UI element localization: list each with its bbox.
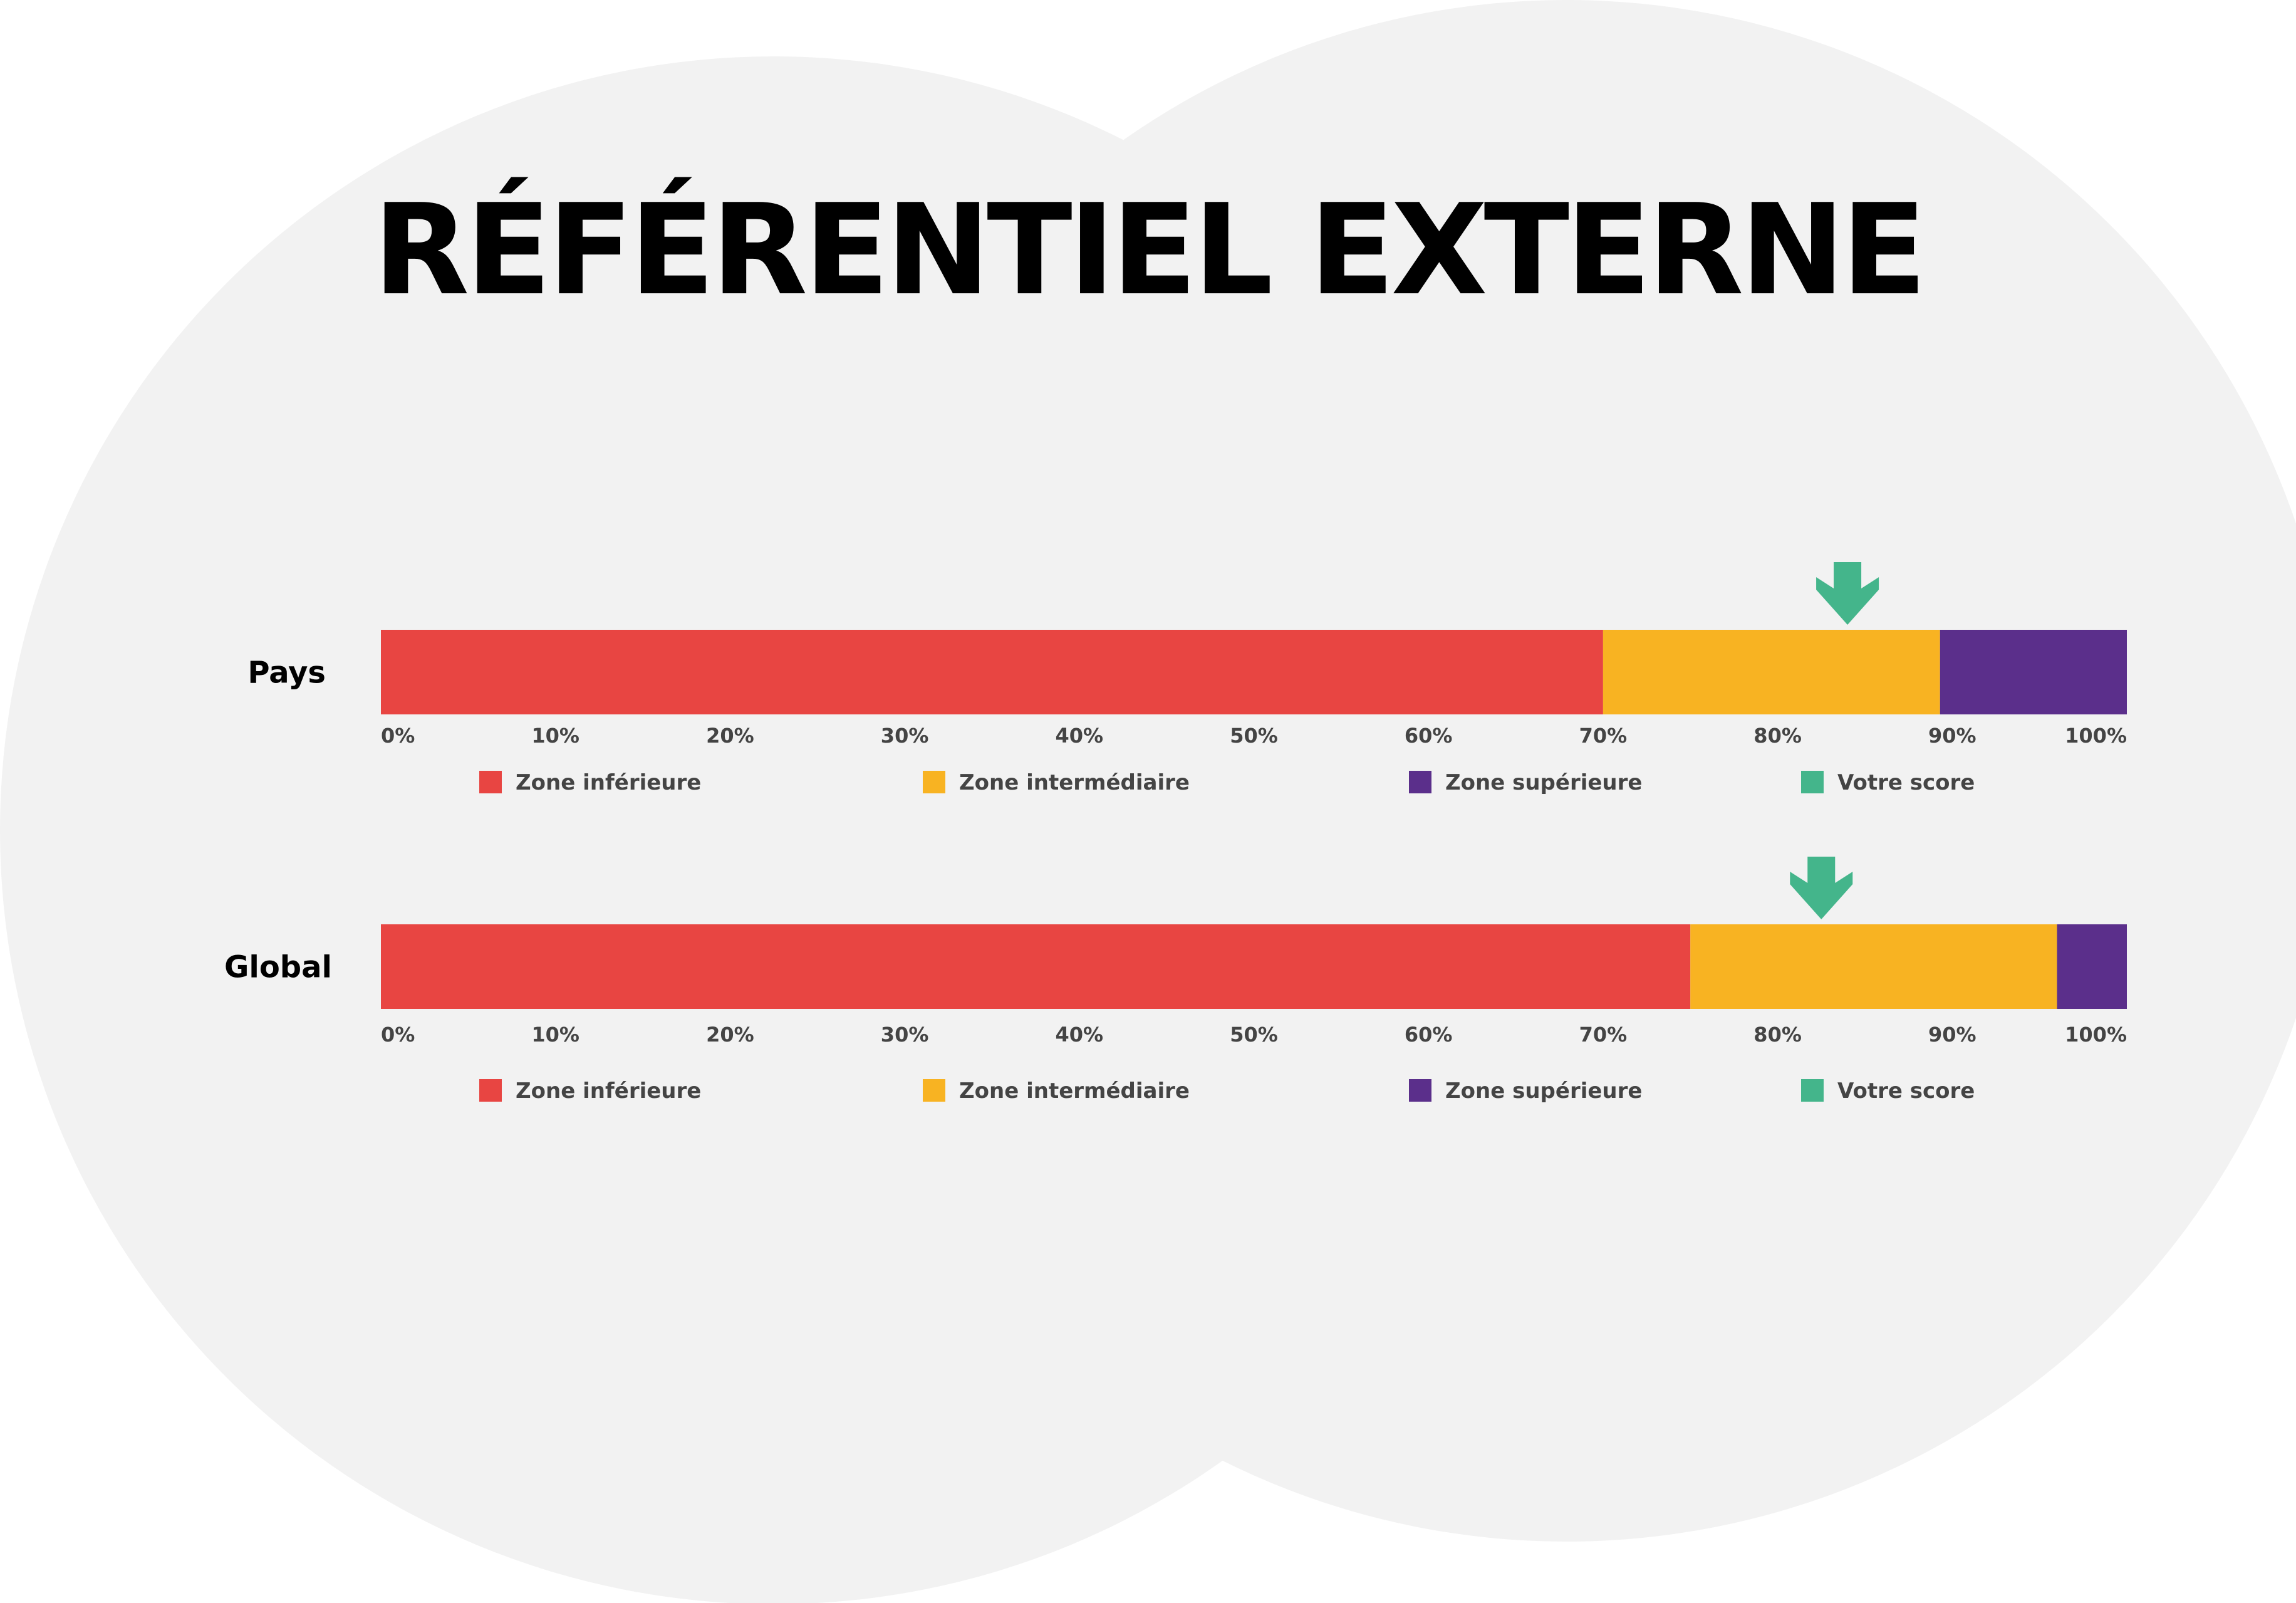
tick-label: 50% [1230, 724, 1278, 748]
legend-label: Zone inférieure [516, 1078, 701, 1104]
legend-swatch [1801, 771, 1824, 793]
legend-label: Zone supérieure [1445, 1078, 1642, 1104]
tick-label: 80% [1753, 724, 1802, 748]
legend-label: Votre score [1837, 1078, 1975, 1104]
legend-label: Zone inférieure [516, 770, 701, 795]
chart-pays: Pays 0% 10% 20% 30% 40% 50% 60% 70% 80% 90% 100% Zon… [247, 562, 2127, 795]
tick-label: 30% [881, 1023, 929, 1047]
legend-label: Zone supérieure [1445, 770, 1642, 795]
legend-swatch [1409, 771, 1431, 793]
tick-label: 100% [2065, 1023, 2127, 1047]
score-arrow-icon [1790, 857, 1853, 919]
tick-label: 60% [1405, 1023, 1453, 1047]
tick-label: 60% [1405, 724, 1453, 748]
legend-swatch [923, 771, 945, 793]
tick-label: 70% [1579, 1023, 1628, 1047]
legend-swatch [1801, 1079, 1824, 1102]
tick-label: 20% [706, 1023, 754, 1047]
tick-label: 0% [381, 724, 415, 748]
tick-label: 50% [1230, 1023, 1278, 1047]
bar-segment-zone-superieure [1940, 630, 2127, 714]
tick-label: 0% [381, 1023, 415, 1047]
bar-segment-zone-intermediaire [1690, 924, 2057, 1009]
tick-label: 30% [881, 724, 929, 748]
row-label: Pays [247, 655, 326, 691]
tick-label: 100% [2065, 724, 2127, 748]
tick-label: 90% [1928, 1023, 1977, 1047]
bar-segment-zone-inferieure [381, 630, 1603, 714]
row-label: Global [224, 950, 332, 985]
bar-segment-zone-intermediaire [1603, 630, 1940, 714]
legend-label: Votre score [1837, 770, 1975, 795]
legend-swatch [1409, 1079, 1431, 1102]
score-arrow-icon [1816, 562, 1879, 625]
bar-segment-zone-inferieure [381, 924, 1691, 1009]
tick-label: 10% [531, 1023, 579, 1047]
tick-label: 70% [1579, 724, 1628, 748]
tick-label: 20% [706, 724, 754, 748]
tick-label: 10% [531, 724, 579, 748]
legend-swatch [923, 1079, 945, 1102]
legend-label: Zone intermédiaire [959, 770, 1190, 795]
tick-label: 40% [1056, 1023, 1104, 1047]
background-circle-right [796, 0, 2296, 1542]
page-title: RÉFÉRENTIEL EXTERNE [373, 177, 1926, 323]
chart-global: Global 0% 10% 20% 30% 40% 50% 60% 70% 80% 90% 100% Z… [224, 857, 2127, 1104]
bar-segment-zone-superieure [2057, 924, 2127, 1009]
tick-label: 40% [1056, 724, 1104, 748]
tick-label: 90% [1928, 724, 1977, 748]
legend-swatch [479, 1079, 502, 1102]
legend-label: Zone intermédiaire [959, 1078, 1190, 1104]
legend-swatch [479, 771, 502, 793]
tick-label: 80% [1753, 1023, 1802, 1047]
